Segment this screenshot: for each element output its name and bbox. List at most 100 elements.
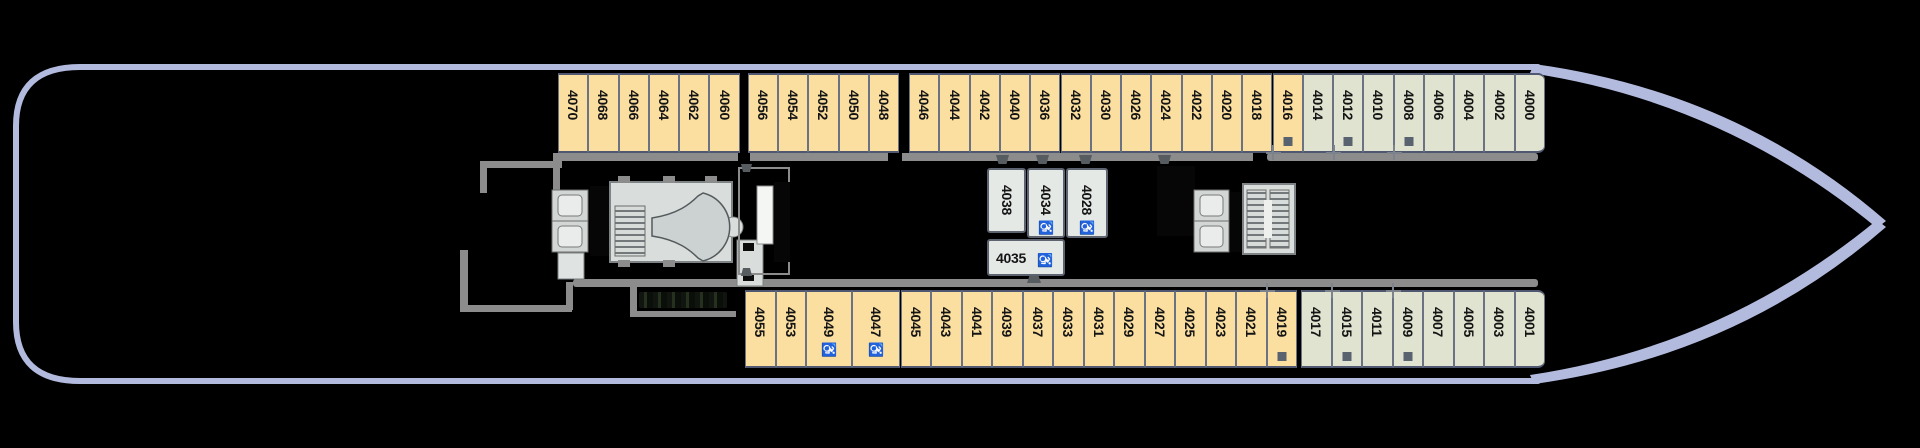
- cabin-4028[interactable]: 4028♿: [1066, 168, 1108, 238]
- corridor-walls: [460, 153, 1538, 317]
- cabin-4066[interactable]: 4066: [618, 73, 649, 153]
- cabin-4056[interactable]: 4056: [747, 73, 778, 153]
- cabin-number: 4042: [976, 90, 993, 120]
- cabin-4047[interactable]: 4047 ♿: [851, 290, 901, 368]
- cabin-4002[interactable]: 4002: [1484, 73, 1515, 153]
- cabin-4025[interactable]: 4025: [1175, 290, 1206, 368]
- cabin-number: 4023: [1212, 307, 1229, 337]
- cabin-4024[interactable]: 4024: [1151, 73, 1182, 153]
- wheelchair-accessible-icon: ♿: [868, 341, 884, 359]
- cabin-number: 4021: [1243, 307, 1260, 337]
- cabin-4016[interactable]: 4016: [1265, 73, 1303, 160]
- cabin-4000[interactable]: 4000: [1514, 73, 1545, 153]
- cabin-number: 4000: [1521, 90, 1538, 120]
- cabin-4004[interactable]: 4004: [1454, 73, 1485, 153]
- illegible-room-label: [639, 292, 727, 308]
- cabin-number: 4037: [1029, 307, 1046, 337]
- cabin-4050[interactable]: 4050: [838, 73, 869, 153]
- cabin-4021[interactable]: 4021: [1236, 290, 1267, 368]
- cabin-number: 4019: [1273, 307, 1290, 337]
- cabin-4053[interactable]: 4053: [775, 290, 806, 368]
- cabin-4030[interactable]: 4030: [1090, 73, 1122, 153]
- cabin-4046[interactable]: 4046: [909, 73, 940, 153]
- cabin-4005[interactable]: 4005: [1453, 290, 1484, 368]
- cabin-4060[interactable]: 4060: [709, 73, 740, 153]
- cabin-4020[interactable]: 4020: [1211, 73, 1243, 153]
- cabin-4019[interactable]: 4019: [1259, 283, 1297, 368]
- cabin-4010[interactable]: 4010: [1363, 73, 1394, 153]
- cabin-number: 4031: [1090, 307, 1107, 337]
- cabin-4040[interactable]: 4040: [999, 73, 1031, 153]
- cabin-4007[interactable]: 4007: [1423, 290, 1454, 368]
- sofa-bed-square-icon: [1404, 137, 1414, 146]
- cabin-number: 4041: [968, 307, 985, 337]
- cabin-number: 4047: [868, 307, 885, 337]
- cabin-4011[interactable]: 4011: [1362, 290, 1393, 368]
- cabin-4022[interactable]: 4022: [1181, 73, 1212, 153]
- cabin-4008[interactable]: 4008: [1386, 73, 1424, 160]
- wheelchair-accessible-icon: ♿: [821, 341, 837, 359]
- cabin-4032[interactable]: 4032: [1060, 73, 1091, 153]
- sofa-bed-square-icon: [1342, 352, 1352, 361]
- cabin-4055[interactable]: 4055: [745, 290, 776, 368]
- cabin-4001[interactable]: 4001: [1514, 290, 1545, 368]
- cabin-4015[interactable]: 4015: [1324, 283, 1362, 368]
- cabin-4026[interactable]: 4026: [1121, 73, 1152, 153]
- cabin-number: 4038: [998, 185, 1015, 215]
- cabin-4048[interactable]: 4048: [868, 73, 900, 153]
- cabin-number: 4022: [1188, 90, 1205, 120]
- cabin-4064[interactable]: 4064: [648, 73, 680, 153]
- cabin-number: 4034: [1038, 185, 1054, 215]
- cabin-4003[interactable]: 4003: [1484, 290, 1515, 368]
- cabin-number: 4007: [1430, 307, 1447, 337]
- service-slot-forward: [1230, 192, 1243, 252]
- cabin-4037[interactable]: 4037: [1022, 290, 1053, 368]
- cabin-4045[interactable]: 4045: [900, 290, 931, 368]
- cabin-number: 4044: [946, 90, 963, 120]
- cabin-4052[interactable]: 4052: [808, 73, 839, 153]
- cabin-4062[interactable]: 4062: [679, 73, 710, 153]
- cabin-4039[interactable]: 4039: [992, 290, 1023, 368]
- cabin-number: 4015: [1338, 307, 1355, 337]
- ship-hull-outline: [13, 64, 1541, 384]
- cabin-4035[interactable]: 4035♿: [987, 239, 1065, 276]
- cabin-number: 4029: [1121, 307, 1138, 337]
- cabin-number: 4049: [820, 307, 837, 337]
- cabin-4027[interactable]: 4027: [1144, 290, 1175, 368]
- cabin-4068[interactable]: 4068: [588, 73, 619, 153]
- cabin-number: 4052: [815, 90, 832, 120]
- cabin-4014[interactable]: 4014: [1302, 73, 1334, 153]
- cabin-4009[interactable]: 4009: [1385, 283, 1423, 368]
- cabin-4012[interactable]: 4012: [1326, 73, 1364, 160]
- cabin-4034[interactable]: 4034 ♿: [1027, 168, 1065, 238]
- cabin-4049[interactable]: 4049 ♿: [806, 290, 852, 368]
- cabin-4036[interactable]: 4036: [1030, 73, 1061, 153]
- cabin-4042[interactable]: 4042: [969, 73, 1000, 153]
- cabin-number: 4016: [1279, 90, 1296, 120]
- sofa-bed-square-icon: [1403, 352, 1413, 361]
- cabin-number: 4001: [1521, 307, 1538, 337]
- cabin-4054[interactable]: 4054: [778, 73, 809, 153]
- cabin-4043[interactable]: 4043: [931, 290, 962, 368]
- cabin-4023[interactable]: 4023: [1205, 290, 1236, 368]
- door-marks: [741, 155, 1171, 283]
- sofa-bed-square-icon: [1343, 137, 1353, 146]
- cabin-number: 4062: [686, 90, 703, 120]
- cabin-4018[interactable]: 4018: [1242, 73, 1273, 153]
- cabin-number: 4055: [752, 307, 769, 337]
- cabin-number: 4056: [754, 90, 771, 120]
- cabin-4031[interactable]: 4031: [1083, 290, 1114, 368]
- wheelchair-accessible-icon: ♿: [1038, 219, 1054, 237]
- cabin-4017[interactable]: 4017: [1301, 290, 1332, 368]
- cabin-4038[interactable]: 4038: [987, 168, 1026, 233]
- cabin-number: 4040: [1007, 90, 1024, 120]
- cabin-4006[interactable]: 4006: [1423, 73, 1455, 153]
- cabin-4029[interactable]: 4029: [1114, 290, 1145, 368]
- cabin-number: 4068: [595, 90, 612, 120]
- cabin-4044[interactable]: 4044: [939, 73, 970, 153]
- cabin-4033[interactable]: 4033: [1053, 290, 1084, 368]
- cabin-4070[interactable]: 4070: [558, 73, 589, 153]
- cabin-number: 4014: [1309, 90, 1326, 120]
- bow-sheer-line-top: [1530, 64, 1886, 228]
- cabin-4041[interactable]: 4041: [961, 290, 992, 368]
